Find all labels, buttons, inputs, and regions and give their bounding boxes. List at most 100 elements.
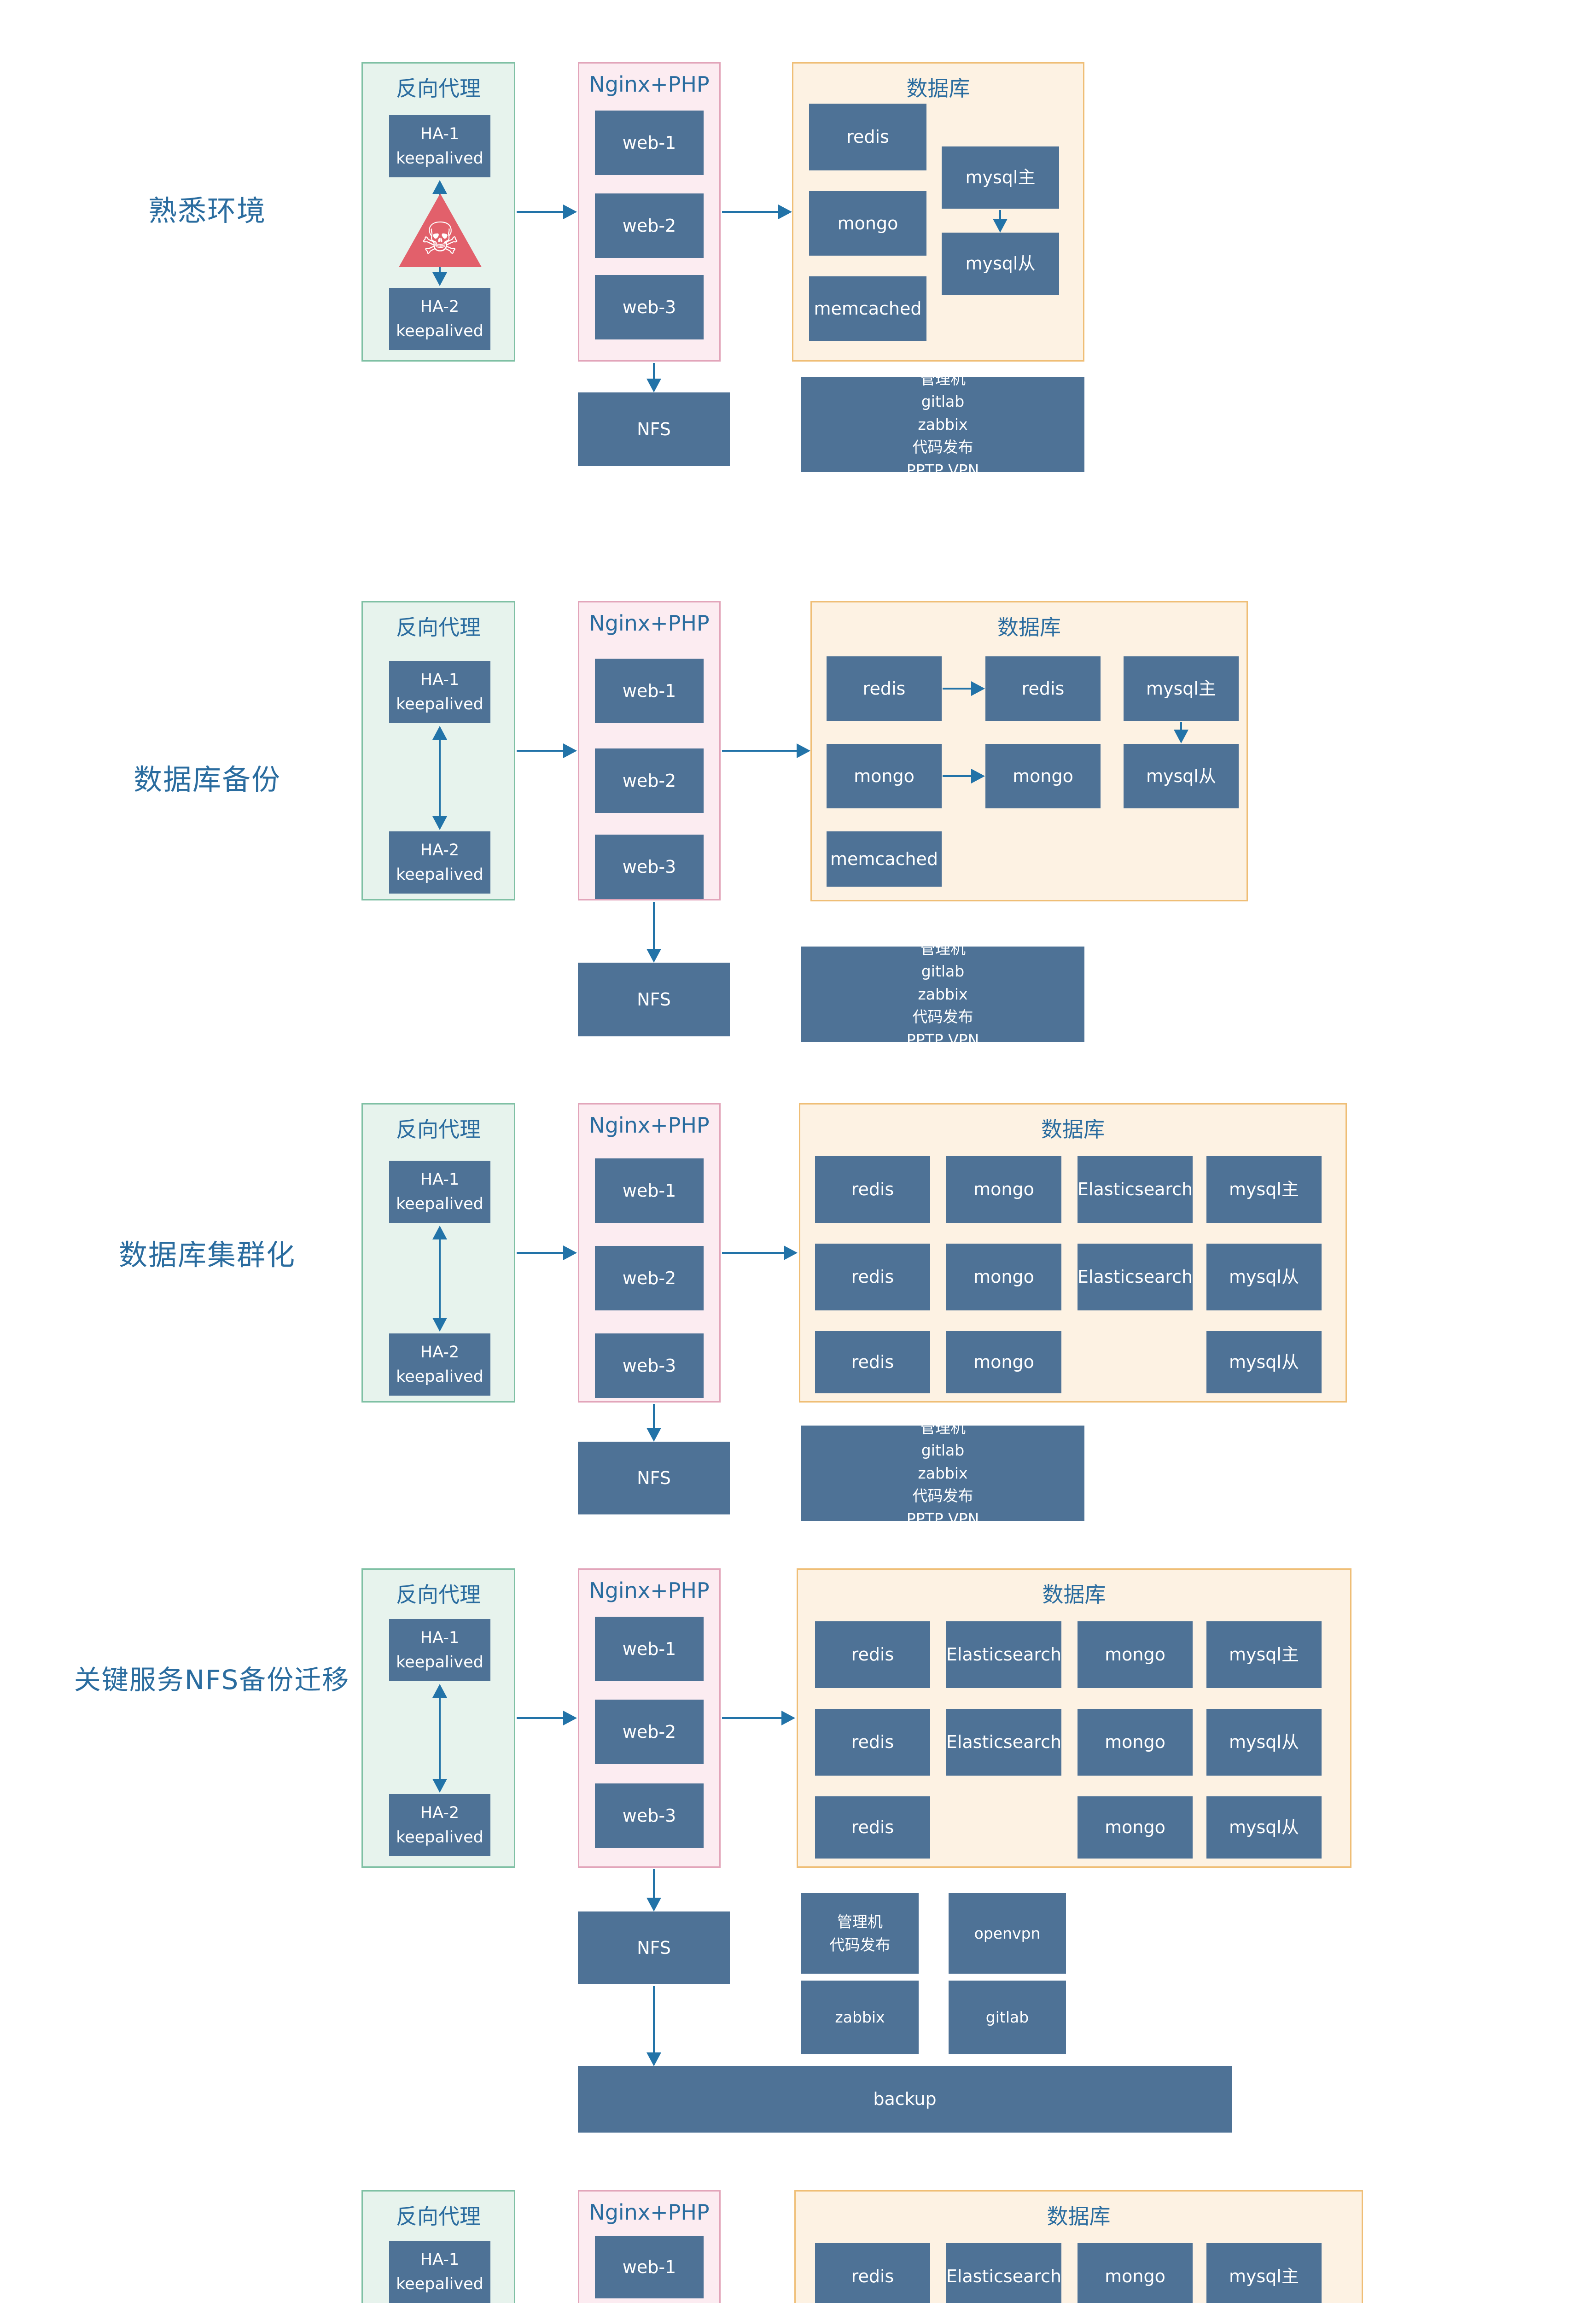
arrow-web-to-nfs xyxy=(647,1869,661,1911)
backup-bar: backup xyxy=(578,2066,1232,2133)
nfs-node: NFS xyxy=(578,1911,730,1984)
arrow-ha1-ha2 xyxy=(432,1226,447,1332)
web-node: web-2 xyxy=(595,748,704,813)
arrow-web-to-nfs xyxy=(647,363,661,392)
reverse-proxy-label: 反向代理 xyxy=(396,1582,481,1607)
web-node: web-3 xyxy=(595,1333,704,1398)
web-node: web-1 xyxy=(595,111,704,175)
db-node: mongo xyxy=(985,744,1101,808)
db-node: Elasticsearch xyxy=(946,2243,1061,2303)
arrow-ha1-ha2 xyxy=(432,726,447,830)
web-node: web-2 xyxy=(595,1700,704,1764)
db-node: mysql主 xyxy=(1206,1621,1322,1688)
db-node: redis xyxy=(827,656,942,721)
db-node: Elasticsearch xyxy=(1078,1244,1193,1310)
arrow-web-to-nfs xyxy=(647,902,661,963)
ha1-node: HA-1 keepalived xyxy=(389,1619,490,1681)
web-node: web-1 xyxy=(595,659,704,723)
section-title: 数据库集群化 xyxy=(118,1238,296,1272)
db-node: redis xyxy=(815,1244,930,1310)
ha1-node: HA-1 keepalived xyxy=(389,2241,490,2303)
arrow-web-to-db xyxy=(722,205,792,219)
db-node: mysql主 xyxy=(942,146,1059,209)
db-node: mysql从 xyxy=(1206,1244,1322,1310)
db-node: redis xyxy=(815,1709,930,1776)
ha2-node: HA-2 keepalived xyxy=(389,288,490,350)
web-node: web-3 xyxy=(595,275,704,339)
mgmt-node: openvpn xyxy=(949,1893,1066,1974)
nginx-php-label: Nginx+PHP xyxy=(589,1578,710,1603)
skull-glyph: ☠ xyxy=(420,213,460,264)
db-node: Elasticsearch xyxy=(1078,1156,1193,1223)
nginx-php-label: Nginx+PHP xyxy=(589,2200,710,2225)
db-node: mysql从 xyxy=(1124,744,1239,808)
arrow-web-to-db xyxy=(722,1711,795,1725)
web-node: web-1 xyxy=(595,2236,704,2298)
mgmt-node: gitlab xyxy=(949,1981,1066,2054)
arrow-proxy-to-web xyxy=(517,743,577,758)
db-node: mongo xyxy=(827,744,942,808)
db-node: mongo xyxy=(1078,2243,1193,2303)
ha2-node: HA-2 keepalived xyxy=(389,1794,490,1856)
arrow-mongo-replica xyxy=(943,769,985,783)
db-node: mongo xyxy=(1078,1709,1193,1776)
section-title: 数据库备份 xyxy=(133,763,281,796)
db-node: mongo xyxy=(946,1331,1061,1393)
arrow-nfs-to-backup xyxy=(647,1986,661,2066)
db-node: mongo xyxy=(1078,1621,1193,1688)
reverse-proxy-label: 反向代理 xyxy=(396,2204,481,2229)
db-node: mysql从 xyxy=(1206,1796,1322,1859)
nginx-php-label: Nginx+PHP xyxy=(589,1113,710,1138)
db-node: mysql从 xyxy=(1206,1709,1322,1776)
arrow-proxy-to-web xyxy=(517,205,577,219)
ha1-node: HA-1 keepalived xyxy=(389,1161,490,1223)
web-node: web-2 xyxy=(595,1246,704,1310)
db-label: 数据库 xyxy=(1041,1117,1105,1142)
db-node: redis xyxy=(815,1621,930,1688)
db-label: 数据库 xyxy=(1047,2204,1111,2229)
db-node: redis xyxy=(815,2243,930,2303)
arrow-mysql-master-slave xyxy=(1174,722,1188,743)
nginx-php-label: Nginx+PHP xyxy=(589,611,710,636)
section-title: 关键服务NFS备份迁移 xyxy=(74,1664,350,1695)
db-node: Elasticsearch xyxy=(946,1709,1061,1776)
db-node: redis xyxy=(815,1331,930,1393)
web-node: web-2 xyxy=(595,193,704,258)
ha2-node: HA-2 keepalived xyxy=(389,831,490,894)
db-node: mongo xyxy=(946,1244,1061,1310)
section-title: 熟悉环境 xyxy=(148,194,266,228)
mgmt-node: zabbix xyxy=(801,1981,919,2054)
db-node: mysql主 xyxy=(1124,656,1239,721)
db-node: redis xyxy=(815,1156,930,1223)
reverse-proxy-label: 反向代理 xyxy=(396,615,481,640)
ha1-node: HA-1 keepalived xyxy=(389,115,490,177)
ha2-node: HA-2 keepalived xyxy=(389,1333,490,1396)
db-node: mongo xyxy=(1078,1796,1193,1859)
nfs-node: NFS xyxy=(578,1442,730,1514)
db-node: redis xyxy=(809,104,926,170)
arrow-proxy-to-web xyxy=(517,1711,577,1725)
db-node: mongo xyxy=(946,1156,1061,1223)
web-node: web-1 xyxy=(595,1158,704,1223)
db-node: Elasticsearch xyxy=(946,1621,1061,1688)
db-label: 数据库 xyxy=(906,76,970,101)
db-node: mysql从 xyxy=(1206,1331,1322,1393)
arrow-web-to-db xyxy=(722,743,810,758)
mgmt-node: 管理机 gitlab zabbix 代码发布 PPTP VPN xyxy=(801,1419,1084,1528)
arrow-web-to-db xyxy=(722,1245,798,1260)
db-label: 数据库 xyxy=(997,615,1061,640)
db-node: mongo xyxy=(809,191,926,256)
db-node: mysql主 xyxy=(1206,2243,1322,2303)
arrow-web-to-nfs xyxy=(647,1404,661,1442)
reverse-proxy-label: 反向代理 xyxy=(396,76,481,101)
arrow-ha1-ha2 xyxy=(432,1684,447,1793)
reverse-proxy-label: 反向代理 xyxy=(396,1117,481,1142)
db-node: redis xyxy=(815,1796,930,1859)
db-node: mysql主 xyxy=(1206,1156,1322,1223)
nginx-php-label: Nginx+PHP xyxy=(589,72,710,97)
nfs-node: NFS xyxy=(578,963,730,1036)
mgmt-node: 管理机 代码发布 xyxy=(801,1893,919,1974)
ha1-node: HA-1 keepalived xyxy=(389,661,490,723)
arrow-redis-replica xyxy=(943,681,985,696)
